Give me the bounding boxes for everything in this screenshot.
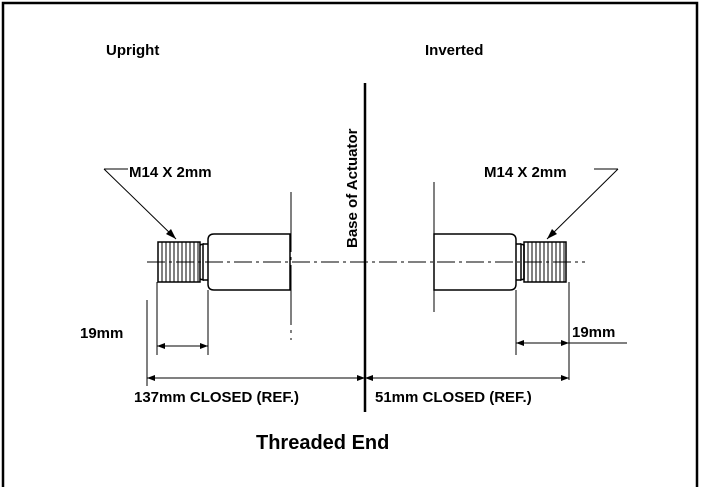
upright-rod-end bbox=[157, 192, 292, 340]
diagram-title: Threaded End bbox=[256, 432, 389, 454]
inverted-rod-end bbox=[433, 182, 567, 312]
thread-left bbox=[157, 241, 201, 283]
thread-spec-left: M14 X 2mm bbox=[129, 164, 212, 181]
closed-length-right: 51mm CLOSED (REF.) bbox=[375, 389, 532, 406]
closed-length-left: 137mm CLOSED (REF.) bbox=[134, 389, 299, 406]
dimension-19mm-right: 19mm bbox=[515, 282, 627, 380]
thread-lines-right bbox=[527, 242, 565, 282]
thread-callout-right: M14 X 2mm bbox=[484, 164, 619, 240]
thread-lines-left bbox=[161, 242, 199, 282]
dimension-closed: 137mm CLOSED (REF.) 51mm CLOSED (REF.) bbox=[134, 300, 569, 406]
dim-19mm-left-label: 19mm bbox=[80, 325, 123, 342]
thread-spec-right: M14 X 2mm bbox=[484, 164, 567, 181]
dimension-19mm-left: 19mm bbox=[80, 282, 209, 355]
inverted-heading: Inverted bbox=[425, 42, 483, 59]
thread-callout-left: M14 X 2mm bbox=[103, 164, 212, 240]
thread-right bbox=[523, 241, 567, 283]
upright-heading: Upright bbox=[106, 42, 159, 59]
base-of-actuator-label: Base of Actuator bbox=[344, 128, 361, 248]
dim-19mm-right-label: 19mm bbox=[572, 324, 615, 341]
